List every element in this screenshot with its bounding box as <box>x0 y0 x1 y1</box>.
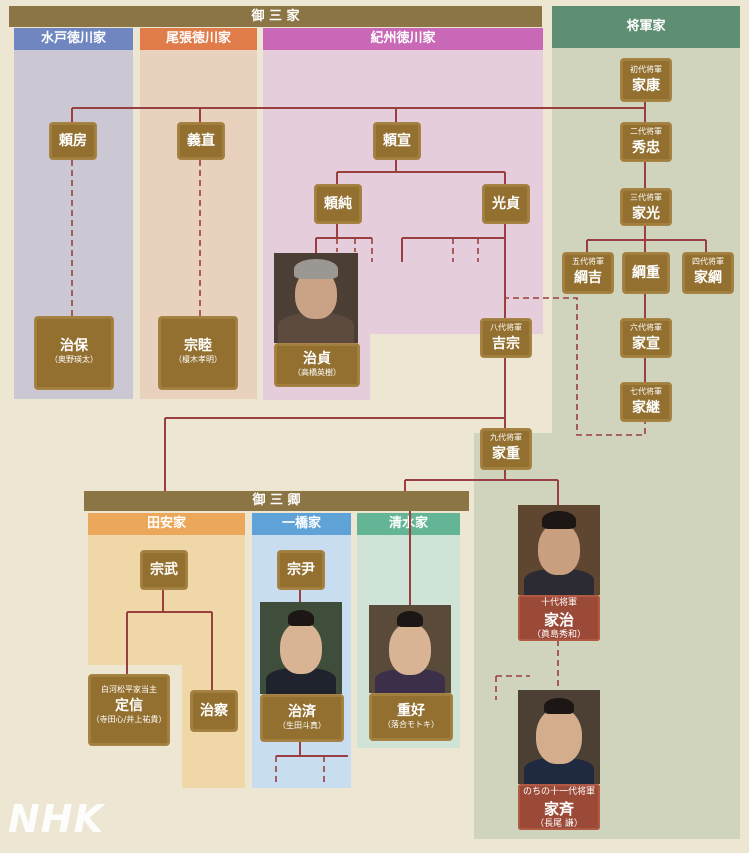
node-tsunashige: 綱重 <box>622 252 670 294</box>
node-yorifusa: 頼房 <box>49 122 97 160</box>
portrait-ieharu <box>518 505 600 595</box>
node-munetake: 宗武 <box>140 550 188 590</box>
node-harusada-hitotsubashi: 治済 （生田斗真） <box>260 694 344 742</box>
node-mitsusada: 光貞 <box>482 184 530 224</box>
node-yoshimune: 八代将軍 吉宗 <box>480 318 532 358</box>
node-ietsugu: 七代将軍 家継 <box>620 382 672 422</box>
node-tsunayoshi: 五代将軍 綱吉 <box>562 252 614 294</box>
portrait-harusada-hitotsubashi <box>260 602 342 694</box>
node-ieshige: 九代将軍 家重 <box>480 428 532 470</box>
node-shigeyoshi: 重好 （落合モトキ） <box>369 693 453 741</box>
tayasu-header: 田安家 <box>88 513 245 535</box>
gosankyo-header-band <box>84 491 469 511</box>
node-sadanobu: 白河松平家当主 定信 （寺田心/井上祐貴） <box>88 674 170 746</box>
node-harumori: 治保 （奥野瑛太） <box>34 316 114 390</box>
kishu-header: 紀州徳川家 <box>263 28 543 50</box>
shimizu-header: 清水家 <box>357 513 460 535</box>
node-munetada: 宗尹 <box>277 550 325 590</box>
hitotsubashi-header: 一橋家 <box>252 513 351 535</box>
portrait-shigeyoshi <box>369 605 451 693</box>
node-iemitsu: 三代将軍 家光 <box>620 188 672 226</box>
gosanke-header-band <box>9 6 542 27</box>
gosankyo-label: 御 三 卿 <box>252 493 301 508</box>
node-yorizumi: 頼純 <box>314 184 362 224</box>
portrait-harusada <box>274 253 358 343</box>
gosanke-label: 御 三 家 <box>251 9 300 24</box>
node-ienobu: 六代将軍 家宣 <box>620 318 672 358</box>
mito-header: 水戸徳川家 <box>14 28 133 50</box>
node-harusada: 治貞 （高橋英樹） <box>274 343 360 387</box>
node-ieyasu: 初代将軍 家康 <box>620 58 672 102</box>
node-yorinobu: 頼宣 <box>373 122 421 160</box>
node-harusato: 治察 <box>190 690 238 732</box>
shogun-header: 将軍家 <box>552 6 740 48</box>
nhk-logo: NHK <box>8 797 105 841</box>
portrait-ienari <box>518 690 600 784</box>
node-ieharu: 十代将軍 家治 （眞島秀和） <box>518 595 600 641</box>
node-yoshinao: 義直 <box>177 122 225 160</box>
node-ienari: のちの十一代将軍 家斉 （長尾 謙） <box>518 784 600 830</box>
owari-header: 尾張徳川家 <box>140 28 257 50</box>
node-munechika: 宗睦 （榎木孝明） <box>158 316 238 390</box>
node-hidetada: 二代将軍 秀忠 <box>620 122 672 162</box>
node-ietsuna: 四代将軍 家綱 <box>682 252 734 294</box>
